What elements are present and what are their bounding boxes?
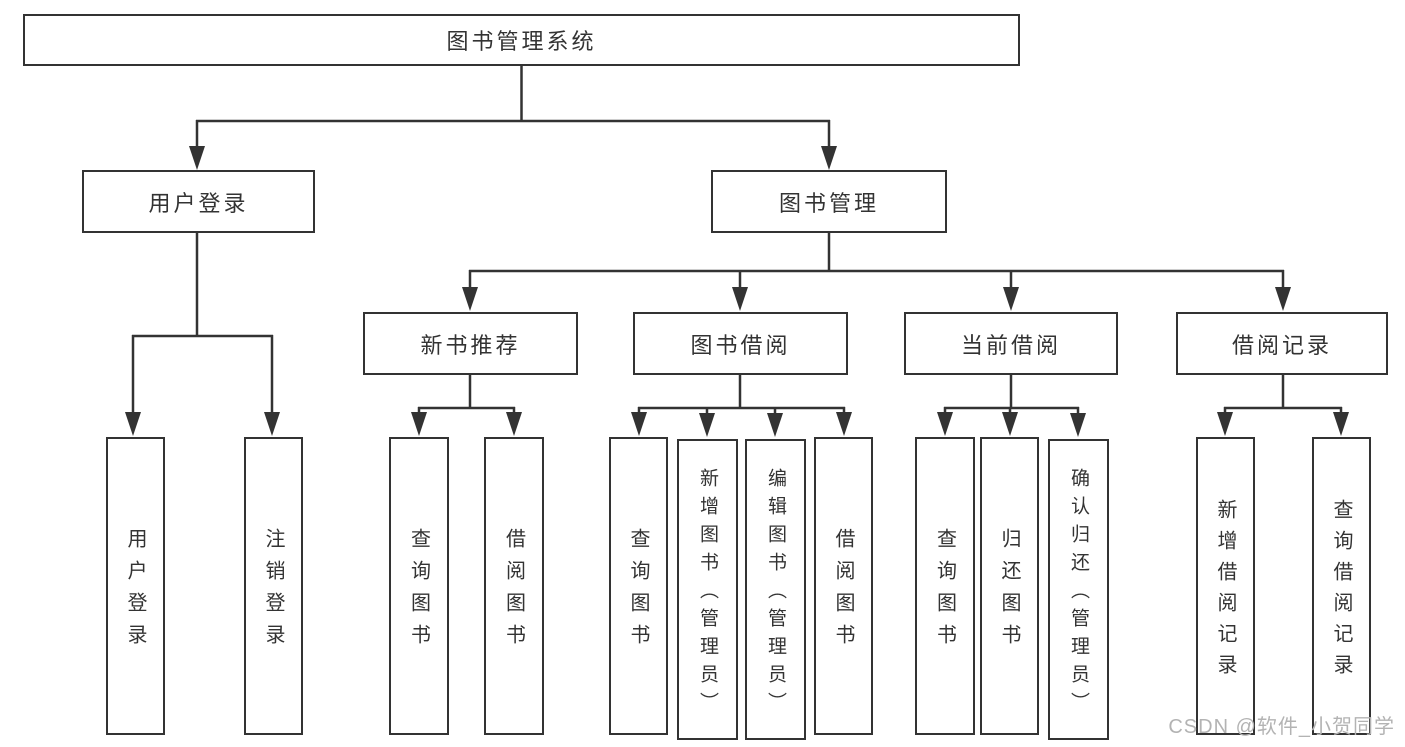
node-library-system: 图书管理系统	[23, 14, 1020, 66]
node-return-books: 归还图书	[980, 437, 1039, 735]
arrow-down-icon	[836, 412, 852, 436]
csdn-watermark: CSDN @软件_小贺同学	[1168, 716, 1395, 738]
arrow-down-icon	[462, 287, 478, 311]
node-label: 查询图书	[407, 528, 430, 656]
node-borrowing-records: 借阅记录	[1176, 312, 1388, 375]
node-query-books-borrow: 查询图书	[609, 437, 668, 735]
arrow-down-icon	[937, 412, 953, 436]
arrow-down-icon	[506, 412, 522, 436]
arrow-down-icon	[411, 412, 427, 436]
node-confirm-return-admin: 确认归还（管理员）	[1048, 439, 1109, 740]
arrow-down-icon	[1070, 413, 1086, 437]
node-query-books-recommend: 查询图书	[389, 437, 449, 735]
node-borrow-books-recommend: 借阅图书	[484, 437, 544, 735]
node-user-login-leaf: 用户登录	[106, 437, 165, 735]
node-label: 确认归还（管理员）	[1068, 468, 1089, 720]
node-label: 借阅图书	[502, 528, 525, 656]
node-add-book-admin: 新增图书（管理员）	[677, 439, 738, 740]
arrow-down-icon	[699, 413, 715, 437]
node-edit-book-admin: 编辑图书（管理员）	[745, 439, 806, 740]
arrow-down-icon	[1217, 412, 1233, 436]
node-label: 查询图书	[933, 528, 956, 656]
arrow-down-icon	[767, 413, 783, 437]
node-book-management: 图书管理	[711, 170, 947, 233]
arrow-down-icon	[1002, 412, 1018, 436]
arrow-down-icon	[264, 412, 280, 436]
node-label: 查询图书	[627, 528, 649, 656]
node-label: 查询借阅记录	[1330, 498, 1352, 685]
arrow-down-icon	[821, 146, 837, 170]
connector-path	[131, 65, 1343, 415]
node-book-borrowing: 图书借阅	[633, 312, 848, 375]
arrow-down-icon	[1333, 412, 1349, 436]
node-label: 新增图书（管理员）	[697, 468, 718, 720]
node-label: 编辑图书（管理员）	[765, 468, 786, 720]
node-query-books-current: 查询图书	[915, 437, 975, 735]
node-label: 新增借阅记录	[1214, 498, 1236, 685]
node-add-borrow-record: 新增借阅记录	[1196, 437, 1255, 735]
node-borrow-books-leaf: 借阅图书	[814, 437, 873, 735]
arrow-down-icon	[189, 146, 205, 170]
node-current-borrowing: 当前借阅	[904, 312, 1118, 375]
node-label: 归还图书	[998, 528, 1020, 656]
arrow-down-icon	[1275, 287, 1291, 311]
node-label: 借阅图书	[832, 528, 854, 656]
arrow-down-icon	[125, 412, 141, 436]
node-logout-leaf: 注销登录	[244, 437, 303, 735]
node-label: 注销登录	[262, 528, 284, 656]
node-label: 用户登录	[124, 528, 146, 656]
arrow-down-icon	[1003, 287, 1019, 311]
node-query-borrow-record: 查询借阅记录	[1312, 437, 1371, 735]
node-new-book-recommend: 新书推荐	[363, 312, 578, 375]
node-user-login: 用户登录	[82, 170, 315, 233]
arrow-down-icon	[732, 287, 748, 311]
arrow-down-icon	[631, 412, 647, 436]
